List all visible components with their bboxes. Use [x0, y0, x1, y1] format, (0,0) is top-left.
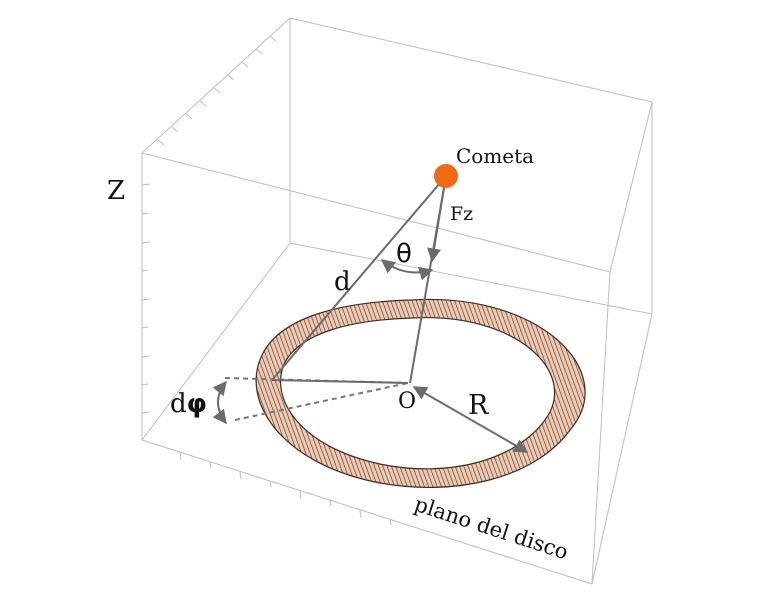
theta-label: θ [396, 239, 412, 269]
phi-arc [212, 380, 227, 425]
radius-label: R [468, 390, 489, 421]
element-origin-line [271, 379, 409, 384]
plane-label: plano del disco [411, 492, 571, 564]
theta-arc [380, 259, 434, 281]
axis-ticks [141, 35, 392, 526]
force-label: Fz [450, 203, 473, 225]
distance-line [271, 175, 447, 381]
force-arrow [427, 175, 447, 263]
radius-arrow [412, 386, 529, 453]
bounding-box [141, 17, 653, 585]
distance-label: d [334, 267, 351, 297]
z-axis-label: Z [107, 176, 125, 206]
origin-label: O [398, 389, 416, 414]
vectors [212, 175, 529, 453]
comet-label: Cometa [456, 144, 534, 168]
comet-dot [434, 164, 458, 188]
phi-dashed-lines [224, 377, 409, 421]
dphi-label: dφ [170, 389, 207, 419]
